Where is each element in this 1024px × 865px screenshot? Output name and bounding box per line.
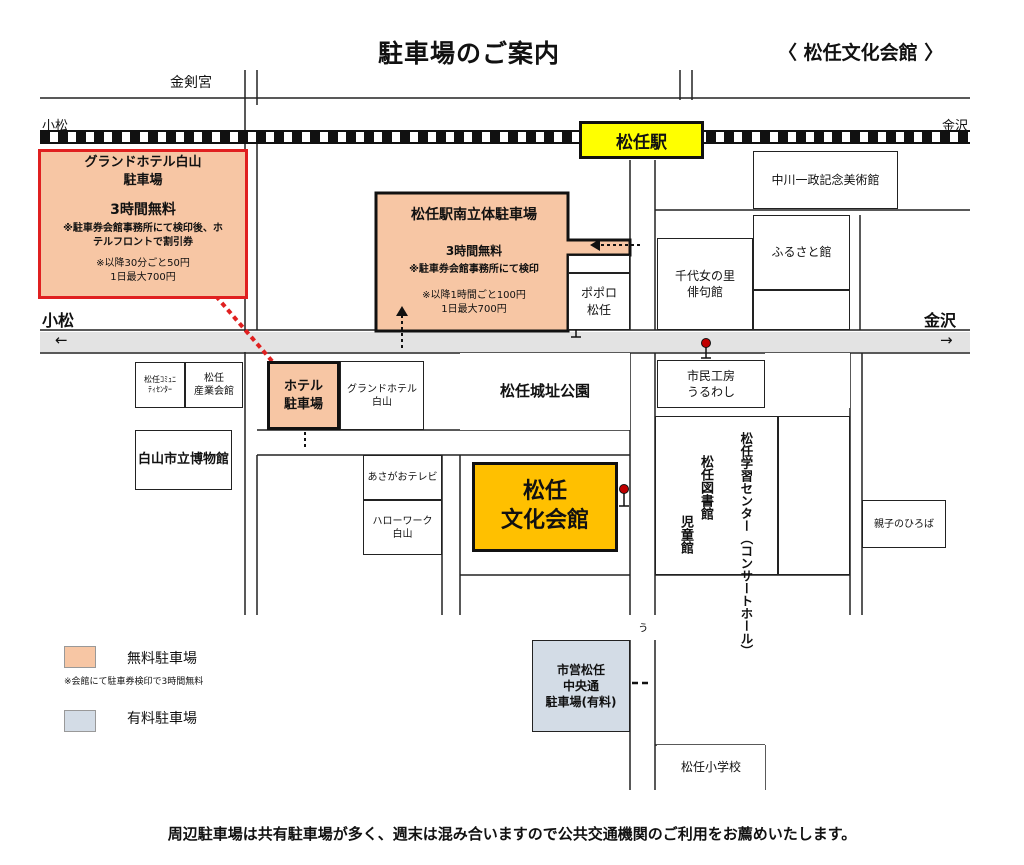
legend-free-label: 無料駐車場 <box>127 651 197 667</box>
legend-paid-swatch <box>64 710 96 732</box>
grand-hotel-parking-note: ※駐車券会館事務所にて検印後、ホ テルフロントで割引券 <box>63 223 223 248</box>
grand-hotel-parking: グランドホテル白山 駐車場 3時間無料 ※駐車券会館事務所にて検印後、ホ テルフ… <box>38 149 248 299</box>
legend-free-note: ※会館にて駐車券検印で3時間無料 <box>64 677 204 687</box>
main-left-label: 小松 <box>42 311 75 330</box>
road-break-mark: ぅ <box>637 620 650 634</box>
furusato-hall: ふるさと館 <box>753 215 850 290</box>
main-road <box>40 332 970 352</box>
arrow-right-icon: → <box>940 331 953 349</box>
grand-hotel-parking-sub: 駐車場 <box>123 172 163 188</box>
castle-park: 松任城址公園 <box>460 353 630 430</box>
municipal-parking: 市営松任 中央通 駐車場(有料) <box>532 640 630 732</box>
grand-hotel-parking-name: グランドホテル白山 <box>84 155 202 170</box>
grand-hotel-parking-price: ※以降30分ごと50円 1日最大700円 <box>96 258 190 283</box>
south-parking-free: 3時間無料 <box>445 244 503 258</box>
rail-right-label: 金沢 <box>942 119 969 134</box>
grand-hotel-parking-free: 3時間無料 <box>110 202 176 219</box>
stop-marker <box>619 484 629 507</box>
block-empty <box>765 353 850 408</box>
asagao-tv: あさがおテレビ <box>363 455 442 500</box>
south-parking: 松任駅南立体駐車場 3時間無料 ※駐車券会館事務所にて検印 ※以降1時間ごと10… <box>378 196 570 316</box>
matto-station: 松任駅 <box>579 121 704 159</box>
arrow-left-icon: ← <box>55 331 68 349</box>
page-title: 駐車場のご案内 <box>378 39 561 68</box>
stop-marker <box>701 338 711 359</box>
children-hall: 児童館 <box>677 515 693 554</box>
hakusan-museum: 白山市立博物館 <box>135 430 232 490</box>
oyako-hiroba: 親子のひろば <box>862 500 946 548</box>
block-east <box>778 416 850 575</box>
route-arrow <box>396 306 408 316</box>
nakagawa-museum: 中川一政記念美術館 <box>753 151 898 209</box>
library: 松任図書館 <box>697 455 713 520</box>
matto-elementary: 松任小学校 <box>657 745 765 790</box>
bunka-kaikan: 松任 文化会館 <box>472 462 618 552</box>
furusato-annex <box>753 290 850 330</box>
popolo-annex <box>568 255 630 273</box>
learning-center: 松任学習センター（コンサートホール） <box>738 432 754 657</box>
red-route-arrow <box>213 293 280 370</box>
grand-hotel: グランドホテル 白山 <box>340 361 424 430</box>
shimin-kobo: 市民工房 うるわし <box>657 360 765 408</box>
south-parking-name: 松任駅南立体駐車場 <box>411 207 537 223</box>
community-center: 松任ｺﾐｭﾆ ﾃｨｾﾝﾀｰ <box>135 362 185 408</box>
library-block <box>655 416 778 575</box>
south-parking-area <box>374 191 632 333</box>
hotel-parking: ホテル 駐車場 <box>267 361 340 430</box>
legend-free-swatch <box>64 646 96 668</box>
sangyo-hall: 松任 産業会館 <box>185 362 243 408</box>
hellowork: ハローワーク 白山 <box>363 500 442 555</box>
legend-paid-label: 有料駐車場 <box>127 711 197 727</box>
venue-name: 〈 松任文化会館 〉 <box>778 42 944 64</box>
main-right-label: 金沢 <box>924 311 957 330</box>
south-parking-note: ※駐車券会館事務所にて検印 <box>409 264 539 275</box>
chiyojo-haiku-hall: 千代女の里 俳句館 <box>657 238 753 330</box>
footer-notice: 周辺駐車場は共有駐車場が多く、週末は混み合いますので公共交通機関のご利用をお薦め… <box>167 825 857 843</box>
south-parking-price: ※以降1時間ごと100円 1日最大700円 <box>422 290 526 315</box>
rail-left-label: 小松 <box>42 119 69 134</box>
kenkyu-label: 金剣宮 <box>170 75 212 91</box>
popolo-matto: ポポロ 松任 <box>568 273 630 330</box>
route-arrow <box>590 239 600 251</box>
